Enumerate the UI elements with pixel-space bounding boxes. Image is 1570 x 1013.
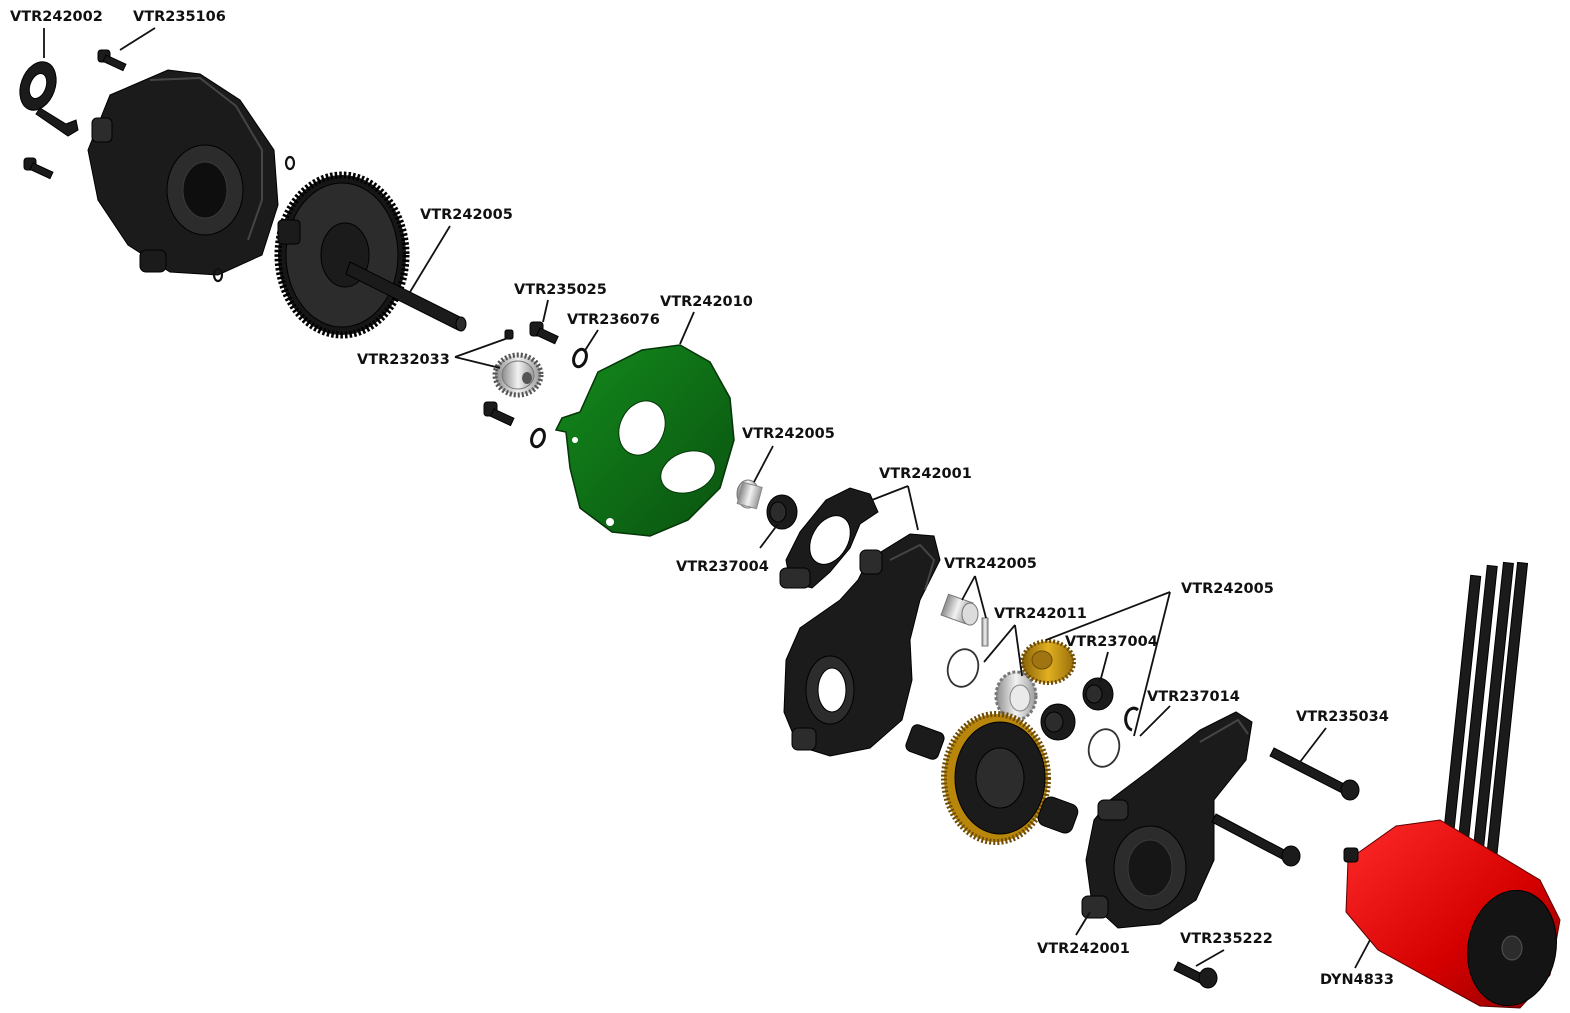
long-bolt-upper <box>1269 747 1360 801</box>
motor-plate <box>554 344 735 537</box>
label-vtr242005-mid: VTR242005 <box>944 556 1037 572</box>
drive-shaft <box>345 261 467 332</box>
bushing-left <box>766 494 798 530</box>
differential <box>905 711 1079 845</box>
o-ring-upper <box>284 155 296 171</box>
label-vtr242001-top: VTR242001 <box>879 466 972 482</box>
bearing-mid <box>940 593 979 626</box>
label-vtr235106: VTR235106 <box>133 9 226 25</box>
e-clip <box>1124 706 1139 732</box>
label-vtr242005-right: VTR242005 <box>1181 581 1274 597</box>
short-bolt <box>1173 961 1218 989</box>
screw-left <box>23 157 54 180</box>
pinion-screw <box>529 321 559 345</box>
label-vtr236076: VTR236076 <box>567 312 660 328</box>
label-vtr242001-bottom: VTR242001 <box>1037 941 1130 957</box>
label-vtr235025: VTR235025 <box>514 282 607 298</box>
label-vtr237004-left: VTR237004 <box>676 559 769 575</box>
gear-cover <box>87 69 279 276</box>
leader-lines <box>43 27 1371 969</box>
screw-top <box>97 49 127 72</box>
label-vtr235034: VTR235034 <box>1296 709 1389 725</box>
label-vtr242010: VTR242010 <box>660 294 753 310</box>
washer-upper <box>572 347 588 369</box>
snap-ring-left <box>946 648 980 688</box>
motor-screw-lower <box>483 401 515 427</box>
o-ring-lower <box>212 267 224 283</box>
part-labels: VTR242002 VTR235106 VTR242005 VTR235025 … <box>10 9 1394 988</box>
snap-ring-right <box>1087 728 1121 768</box>
bushing-right-lower <box>1040 703 1076 741</box>
bushing-right-upper <box>1082 677 1114 711</box>
gold-idler-gear <box>1020 639 1076 685</box>
silver-hub <box>994 670 1038 722</box>
label-vtr242005-spur: VTR242005 <box>420 207 513 223</box>
gearbox-half-rear <box>1081 711 1253 929</box>
label-vtr242005-plate: VTR242005 <box>742 426 835 442</box>
label-vtr242011: VTR242011 <box>994 606 1087 622</box>
gearbox-half-front <box>783 533 941 757</box>
bearing-carrier <box>779 487 879 589</box>
long-bolt-lower <box>1211 813 1301 867</box>
label-vtr242002: VTR242002 <box>10 9 103 25</box>
set-screw <box>504 329 514 340</box>
label-vtr235222: VTR235222 <box>1180 931 1273 947</box>
pinion-gear <box>492 352 544 398</box>
label-dyn4833: DYN4833 <box>1320 972 1394 988</box>
cover-tab-part <box>19 61 79 137</box>
pin <box>981 617 989 647</box>
label-vtr232033: VTR232033 <box>357 352 450 368</box>
label-vtr237004-right: VTR237004 <box>1065 634 1158 650</box>
label-vtr237014: VTR237014 <box>1147 689 1240 705</box>
washer-lower <box>530 427 546 449</box>
motor <box>1343 561 1561 1009</box>
needle-bearing <box>736 479 763 510</box>
spur-gear <box>274 171 410 339</box>
